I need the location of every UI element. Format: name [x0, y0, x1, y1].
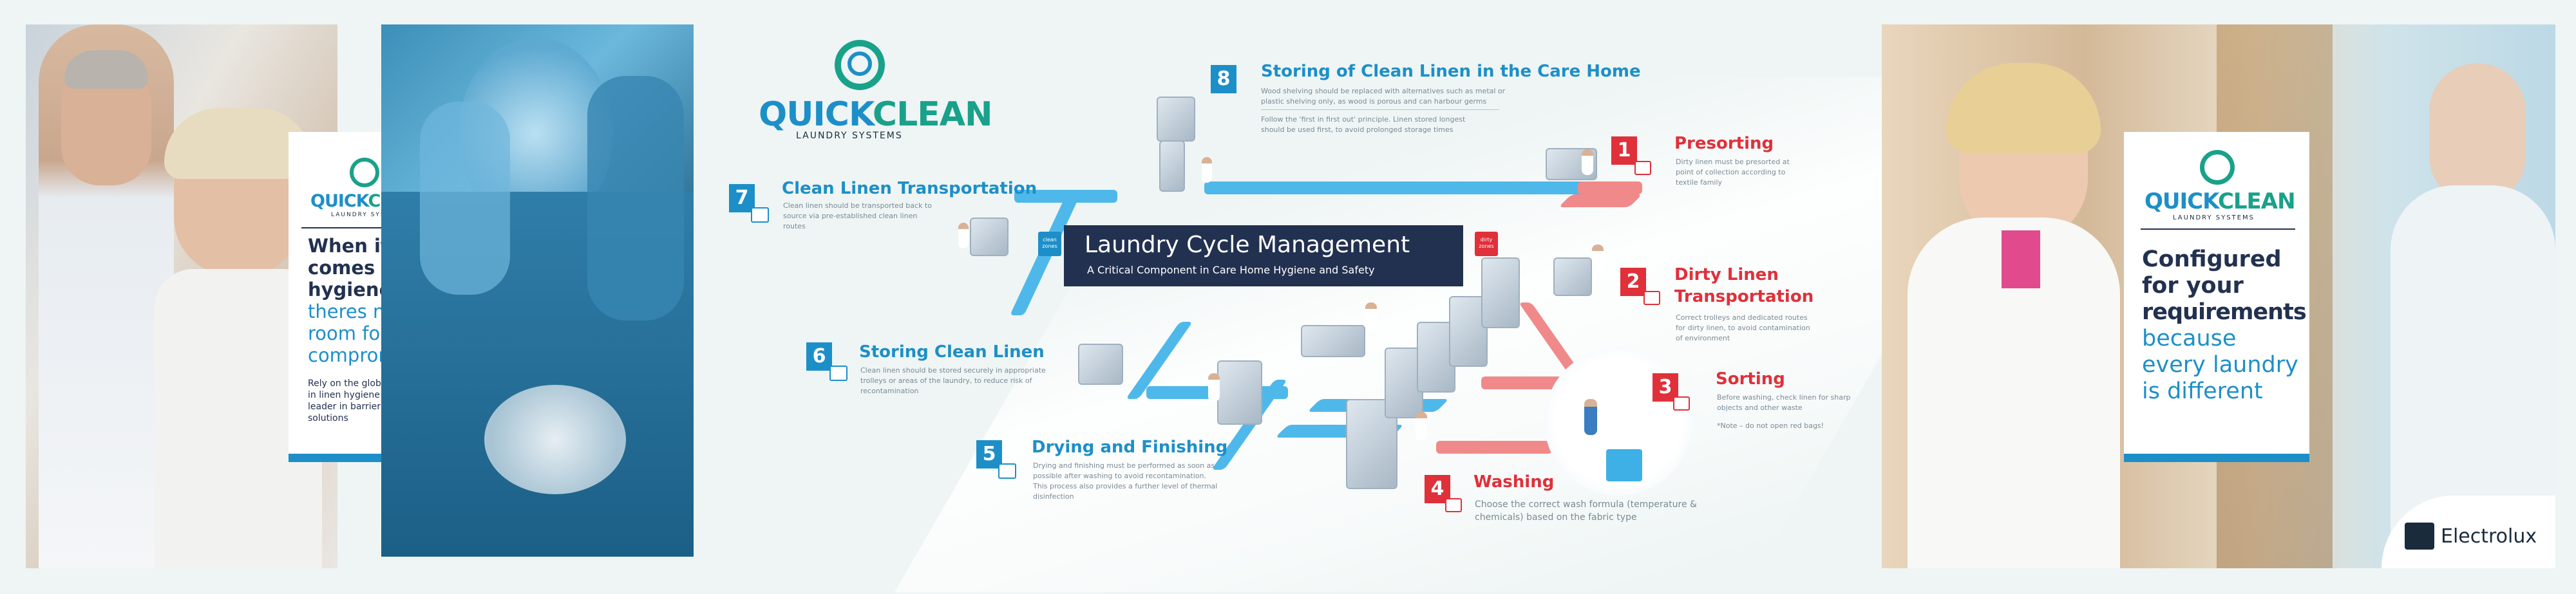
left-card-brand-sub: LAUNDRY SYSTEMS	[331, 212, 407, 218]
step-desc-8b: Follow the 'first in first out' principl…	[1261, 115, 1466, 134]
step-number-2: 2	[1620, 268, 1646, 296]
left-card-logo-icon	[350, 158, 379, 187]
step-4-icon	[1445, 498, 1462, 512]
step-title-2: Dirty Linen	[1674, 265, 1779, 284]
step-title-7: Clean Linen Transportation	[782, 179, 1037, 198]
worker-figure	[1582, 149, 1593, 175]
step-desc-2: Correct trolleys and dedicated routes fo…	[1676, 313, 1810, 342]
care-home-shelf	[1159, 140, 1185, 192]
recycle-bin-icon	[1606, 449, 1642, 481]
worker-figure	[1208, 373, 1220, 402]
step-title-2b: Transportation	[1674, 287, 1814, 306]
right-card-brand: QUICKCLEAN	[2145, 189, 2296, 214]
doctor-patient-photo	[26, 24, 337, 568]
title-banner: Laundry Cycle Management A Critical Comp…	[1064, 225, 1463, 286]
step-5-icon	[998, 463, 1016, 479]
step-title-3: Sorting	[1716, 369, 1785, 389]
step-title-5: Drying and Finishing	[1032, 438, 1228, 457]
banner-title: Laundry Cycle Management	[1084, 232, 1410, 258]
worker-figure	[1416, 412, 1427, 440]
clean-storage-trolley	[1078, 344, 1123, 385]
step-desc-6: Clean linen should be stored securely in…	[860, 366, 1046, 395]
worker-figure	[1592, 245, 1604, 270]
step-number-8: 8	[1211, 65, 1236, 93]
worker-figure	[1365, 302, 1377, 331]
right-promo-card: QUICKCLEAN LAUNDRY SYSTEMS Configured fo…	[2124, 132, 2309, 462]
clean-zones-tag: clean zones	[1038, 232, 1061, 256]
washer-machine	[1481, 257, 1520, 328]
step-2-icon	[1643, 291, 1660, 305]
electrolux-wordmark: Electrolux	[2441, 525, 2537, 548]
right-card-brand-sub: LAUNDRY SYSTEMS	[2173, 214, 2255, 221]
right-card-headline: Configured for your requirements because…	[2142, 246, 2307, 404]
step-3-icon	[1673, 396, 1690, 411]
dirty-route-pipe	[1578, 181, 1642, 194]
surgery-photo	[381, 24, 694, 557]
step-title-4: Washing	[1473, 472, 1555, 492]
care-home-shelf	[1157, 97, 1195, 142]
left-card-divider	[301, 227, 434, 228]
center-logo-icon-inner	[848, 51, 872, 76]
clean-route-pipe	[1014, 190, 1117, 203]
dirty-route-pipe	[1436, 441, 1552, 454]
step-number-1: 1	[1611, 136, 1637, 165]
step-number-6: 6	[806, 342, 832, 371]
center-brand-sub: LAUNDRY SYSTEMS	[796, 131, 903, 141]
center-brand: QUICKCLEAN	[759, 95, 992, 134]
right-card-divider	[2141, 228, 2295, 230]
worker-figure	[958, 223, 969, 248]
right-card-bottom-bar	[2124, 454, 2309, 462]
step-title-1: Presorting	[1674, 134, 1774, 153]
clean-route-pipe	[1204, 181, 1616, 194]
step-desc-8: Wood shelving should be replaced with al…	[1261, 87, 1506, 106]
step-number-7: 7	[729, 184, 755, 212]
step-desc-1: Dirty linen must be presorted at point o…	[1676, 158, 1790, 187]
step-desc-5: Drying and finishing must be performed a…	[1033, 461, 1218, 501]
step-desc-7: Clean linen should be transported back t…	[783, 201, 932, 230]
step-7-icon	[751, 207, 769, 223]
electrolux-logo-icon	[2405, 523, 2434, 550]
step-desc-4: Choose the correct wash formula (tempera…	[1475, 499, 1697, 523]
step-title-6: Storing Clean Linen	[859, 342, 1045, 362]
step-note-3: *Note – do not open red bags!	[1717, 422, 1824, 430]
step-title-8: Storing of Clean Linen in the Care Home	[1261, 62, 1641, 81]
step-desc-3: Before washing, check linen for sharp ob…	[1717, 393, 1851, 412]
dirty-zones-tag: dirty zones	[1475, 232, 1498, 256]
step-1-icon	[1634, 161, 1651, 175]
right-card-logo-icon	[2200, 150, 2235, 185]
worker-figure	[1202, 157, 1212, 183]
step-number-5: 5	[976, 440, 1002, 469]
electrolux-badge: Electrolux	[2382, 496, 2555, 568]
dirty-linen-trolley	[1553, 257, 1592, 296]
center-logo-icon	[835, 40, 885, 90]
worker-figure	[1584, 399, 1597, 435]
sorting-table	[1301, 325, 1365, 357]
banner-subtitle: A Critical Component in Care Home Hygien…	[1087, 264, 1375, 276]
ironer-machine	[1217, 360, 1262, 425]
step-6-icon	[829, 366, 848, 381]
dirty-route-pipe	[1558, 194, 1642, 207]
step-8-divider	[1261, 109, 1499, 110]
transport-trolley	[970, 218, 1009, 256]
